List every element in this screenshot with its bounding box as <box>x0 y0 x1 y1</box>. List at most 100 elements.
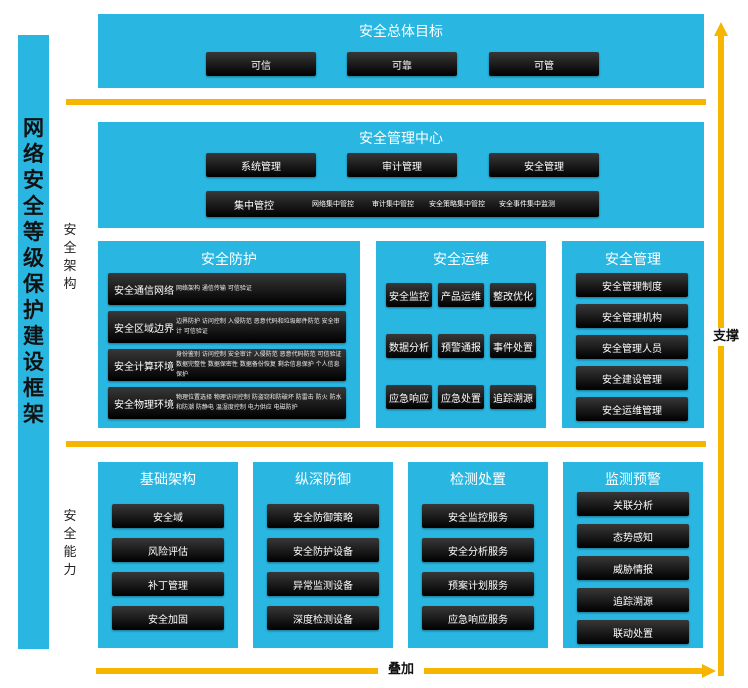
support-label: 支撑 <box>709 328 743 346</box>
architecture-label-char: 全 <box>63 241 77 256</box>
capability-item[interactable]: 安全防御策略 <box>267 504 379 528</box>
capability-title: 检测处置 <box>450 472 506 488</box>
capability-item[interactable]: 预案计划服务 <box>422 572 534 596</box>
capability-label: 安全能力 <box>62 508 78 580</box>
capability-title: 基础架构 <box>140 472 196 488</box>
mgmt-center-panel: 安全管理中心 系统管理 审计管理 安全管理 集中管控 网络集中管控 审计集中管控… <box>98 122 704 228</box>
operations-title: 安全运维 <box>433 252 489 268</box>
protection-row-name: 安全区域边界 <box>114 323 174 335</box>
central-control-label: 集中管控 <box>234 200 274 212</box>
capability-item[interactable]: 风险评估 <box>112 538 224 562</box>
capability-label-char: 力 <box>63 563 77 578</box>
capability-item[interactable]: 态势感知 <box>577 524 689 548</box>
architecture-label-char: 安 <box>63 223 77 238</box>
protection-row[interactable]: 安全物理环境 物理位置选择 物理访问控制 防盗窃和防破坏 防雷击 防火 防水和防… <box>108 387 346 419</box>
protection-row-name: 安全物理环境 <box>114 399 174 411</box>
central-control-item: 网络集中管控 <box>312 200 354 208</box>
sidebar-banner: 网络安全等级保护建设框架 <box>18 35 49 649</box>
capability-item[interactable]: 安全监控服务 <box>422 504 534 528</box>
system-mgmt-button[interactable]: 系统管理 <box>206 153 316 177</box>
framework-title-char: 设 <box>23 350 44 374</box>
framework-title-char: 网 <box>23 116 44 140</box>
ops-item[interactable]: 应急处置 <box>438 385 484 409</box>
protection-row-name: 安全通信网络 <box>114 285 174 297</box>
architecture-label: 安全架构 <box>62 222 78 294</box>
capability-item[interactable]: 异常监测设备 <box>267 572 379 596</box>
protection-panel: 安全防护 安全通信网络 网络架构 通信传输 可信验证 安全区域边界 边界防护 访… <box>98 241 360 428</box>
capability-item[interactable]: 安全加固 <box>112 606 224 630</box>
capability-item[interactable]: 深度检测设备 <box>267 606 379 630</box>
framework-title-char: 全 <box>23 194 44 218</box>
framework-title-char: 框 <box>23 376 44 400</box>
capability-item[interactable]: 关联分析 <box>577 492 689 516</box>
security-mgmt-button[interactable]: 安全管理 <box>489 153 599 177</box>
overlay-label: 叠加 <box>378 661 424 679</box>
support-arrow-shaft <box>718 34 724 676</box>
operations-panel: 安全运维 安全监控 产品运维 整改优化 数据分析 预警通报 事件处置 应急响应 … <box>376 241 546 428</box>
protection-row[interactable]: 安全区域边界 边界防护 访问控制 入侵防范 恶意代码和垃圾邮件防范 安全审计 可… <box>108 311 346 343</box>
framework-title-char: 保 <box>23 272 44 296</box>
framework-title-char: 建 <box>23 324 44 348</box>
goal-panel: 安全总体目标 可信 可靠 可管 <box>98 14 704 88</box>
mgmt-item[interactable]: 安全管理机构 <box>576 304 688 328</box>
capability-title: 监测预警 <box>605 472 661 488</box>
protection-title: 安全防护 <box>201 252 257 268</box>
ops-item[interactable]: 追踪溯源 <box>490 385 536 409</box>
capability-item[interactable]: 安全分析服务 <box>422 538 534 562</box>
central-control-item: 审计集中管控 <box>372 200 414 208</box>
audit-mgmt-button[interactable]: 审计管理 <box>347 153 457 177</box>
ops-item[interactable]: 整改优化 <box>490 283 536 307</box>
mgmt-item[interactable]: 安全管理人员 <box>576 335 688 359</box>
framework-title-char: 等 <box>23 220 44 244</box>
architecture-label-char: 架 <box>63 259 77 274</box>
framework-title-char: 安 <box>23 168 44 192</box>
capability-panel-defense: 纵深防御 安全防御策略 安全防护设备 异常监测设备 深度检测设备 <box>253 462 393 648</box>
central-control-bar[interactable]: 集中管控 网络集中管控 审计集中管控 安全策略集中管控 安全事件集中监测 <box>206 191 599 217</box>
capability-item[interactable]: 追踪溯源 <box>577 588 689 612</box>
capability-item[interactable]: 联动处置 <box>577 620 689 644</box>
management-panel: 安全管理 安全管理制度 安全管理机构 安全管理人员 安全建设管理 安全运维管理 <box>562 241 704 428</box>
capability-title: 纵深防御 <box>295 472 351 488</box>
capability-item[interactable]: 补丁管理 <box>112 572 224 596</box>
ops-item[interactable]: 产品运维 <box>438 283 484 307</box>
divider-bar-top <box>66 99 706 105</box>
mgmt-item[interactable]: 安全运维管理 <box>576 397 688 421</box>
mgmt-item[interactable]: 安全建设管理 <box>576 366 688 390</box>
ops-item[interactable]: 数据分析 <box>386 334 432 358</box>
capability-panel-monitoring: 监测预警 关联分析 态势感知 威胁情报 追踪溯源 联动处置 <box>563 462 703 648</box>
ops-item[interactable]: 预警通报 <box>438 334 484 358</box>
capability-label-char: 能 <box>63 545 77 560</box>
mgmt-item[interactable]: 安全管理制度 <box>576 273 688 297</box>
framework-title-char: 络 <box>23 142 44 166</box>
capability-label-char: 全 <box>63 527 77 542</box>
management-title: 安全管理 <box>605 252 661 268</box>
capability-item[interactable]: 应急响应服务 <box>422 606 534 630</box>
ops-item[interactable]: 事件处置 <box>490 334 536 358</box>
capability-item[interactable]: 威胁情报 <box>577 556 689 580</box>
architecture-label-char: 构 <box>63 277 77 292</box>
protection-row-name: 安全计算环境 <box>114 361 174 373</box>
overlay-arrow-head <box>702 664 716 678</box>
central-control-item: 安全策略集中管控 <box>429 200 485 208</box>
capability-item[interactable]: 安全防护设备 <box>267 538 379 562</box>
protection-row[interactable]: 安全计算环境 身份鉴别 访问控制 安全审计 入侵防范 恶意代码防范 可信验证 数… <box>108 349 346 381</box>
ops-item[interactable]: 安全监控 <box>386 283 432 307</box>
goal-item-reliable[interactable]: 可靠 <box>347 52 457 76</box>
framework-title: 网络安全等级保护建设框架 <box>18 35 49 649</box>
protection-row[interactable]: 安全通信网络 网络架构 通信传输 可信验证 <box>108 273 346 305</box>
goal-item-trusted[interactable]: 可信 <box>206 52 316 76</box>
capability-panel-infrastructure: 基础架构 安全域 风险评估 补丁管理 安全加固 <box>98 462 238 648</box>
protection-row-desc: 身份鉴别 访问控制 安全审计 入侵防范 恶意代码防范 可信验证 数据完整性 数据… <box>176 351 342 378</box>
divider-bar-bottom <box>66 441 706 447</box>
goal-item-manageable[interactable]: 可管 <box>489 52 599 76</box>
ops-item[interactable]: 应急响应 <box>386 385 432 409</box>
protection-row-desc: 网络架构 通信传输 可信验证 <box>176 285 252 292</box>
capability-item[interactable]: 安全域 <box>112 504 224 528</box>
framework-title-char: 级 <box>23 246 44 270</box>
goal-title: 安全总体目标 <box>359 24 443 40</box>
central-control-item: 安全事件集中监测 <box>499 200 555 208</box>
capability-label-char: 安 <box>63 509 77 524</box>
mgmt-center-title: 安全管理中心 <box>359 131 443 147</box>
framework-title-char: 护 <box>23 298 44 322</box>
protection-row-desc: 边界防护 访问控制 入侵防范 恶意代码和垃圾邮件防范 安全审计 可信验证 <box>176 318 340 335</box>
